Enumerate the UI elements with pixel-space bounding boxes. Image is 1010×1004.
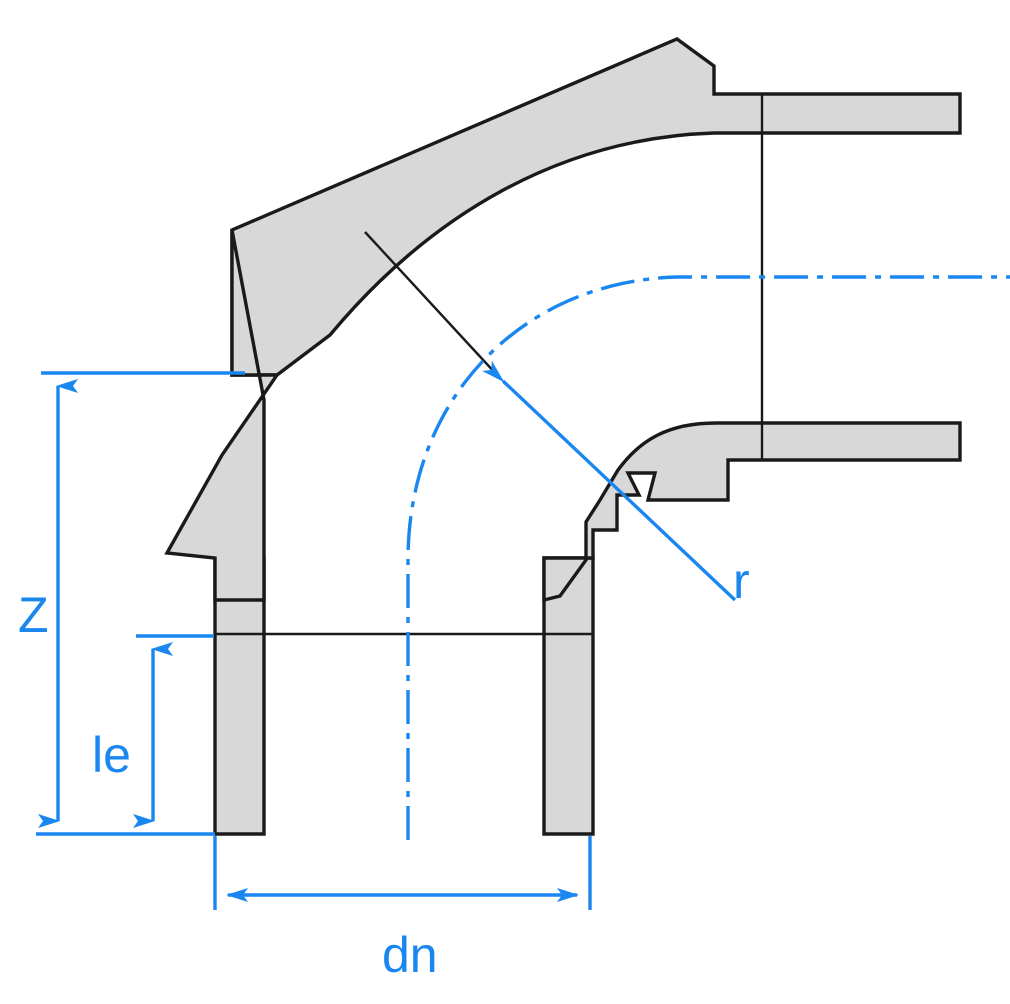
elbow-wall-section xyxy=(164,37,962,836)
dimension-r xyxy=(482,360,737,602)
bend-centerline xyxy=(406,275,1010,840)
dimension-le xyxy=(133,634,214,828)
dimension-label-Z: Z xyxy=(18,587,49,643)
mitre-seam-line xyxy=(364,231,498,376)
dimension-label-dn: dn xyxy=(382,927,438,983)
dimension-Z xyxy=(36,371,245,836)
lower-socket-bell-wall xyxy=(164,229,281,602)
outer-bend-wall xyxy=(230,37,962,377)
dimension-dn xyxy=(213,836,592,910)
dimension-label-le: le xyxy=(92,727,131,783)
dimension-labels: Z le dn r xyxy=(18,553,750,983)
dimension-annotations xyxy=(36,360,737,910)
centerlines-group xyxy=(406,275,1010,840)
dimension-label-r: r xyxy=(733,553,750,609)
dimension-r-leader xyxy=(482,360,737,602)
